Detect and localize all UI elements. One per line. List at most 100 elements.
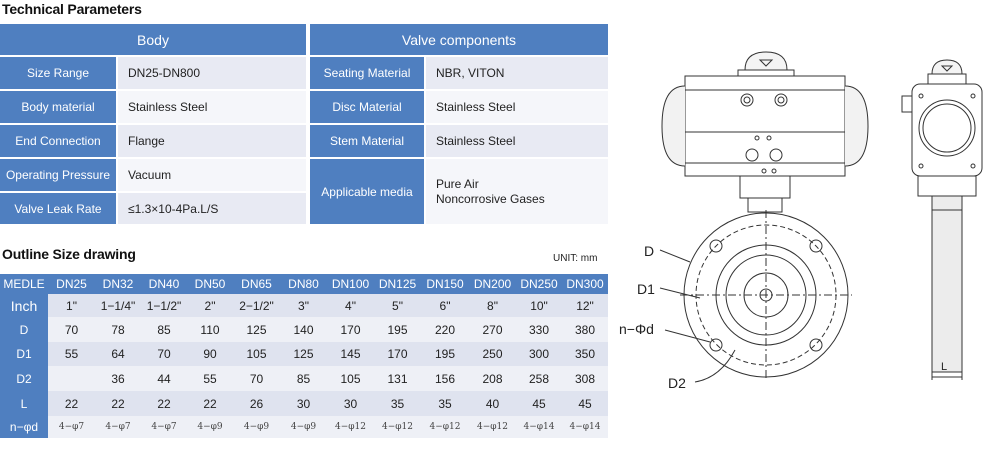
- table-cell: 208: [482, 371, 503, 386]
- table-cell: 195: [387, 322, 408, 337]
- param-value: DN25-DN800: [118, 57, 306, 89]
- table-cell: 4−φ9: [243, 422, 270, 432]
- table-cell: 170: [387, 347, 408, 361]
- table-header-cell: DN65: [241, 277, 272, 291]
- table-cell: 85: [296, 371, 311, 386]
- param-value: Pure Air Noncorrosive Gases: [426, 159, 608, 224]
- table-cell: 70: [64, 322, 79, 337]
- param-label: Body material: [0, 91, 116, 123]
- table-cell: 170: [340, 322, 361, 337]
- table-cell: 40: [485, 396, 500, 411]
- table-cell: 4−φ12: [476, 422, 509, 432]
- label-n-phi-d: n−Φd: [619, 321, 654, 337]
- row-label: Inch: [0, 294, 48, 317]
- table-cell: 45: [578, 396, 592, 411]
- table-cell: 300: [528, 347, 550, 361]
- table-cell: 250: [482, 347, 503, 361]
- table-header-cell: DN300: [566, 277, 604, 291]
- outline-size-table: MEDLE DN25 DN32 DN40 DN50 DN65 DN80 DN10…: [0, 274, 608, 458]
- table-cell: 195: [434, 347, 456, 361]
- table-cell: 4−φ12: [381, 422, 414, 432]
- table-cell: 4−φ14: [569, 422, 601, 432]
- media-value-2: Noncorrosive Gases: [436, 191, 545, 206]
- technical-parameters-table: Body Valve components Size Range DN25-DN…: [0, 24, 608, 224]
- technical-parameters-title: Technical Parameters: [2, 1, 142, 17]
- label-d1: D1: [637, 281, 655, 297]
- table-cell: 8": [487, 298, 498, 313]
- outline-size-title: Outline Size drawing: [2, 246, 136, 262]
- valve-components-header: Valve components: [310, 24, 608, 55]
- param-label: Applicable media: [310, 159, 424, 224]
- table-cell: 4−φ7: [105, 422, 131, 432]
- table-cell: 330: [528, 322, 550, 337]
- param-label: Size Range: [0, 57, 116, 89]
- table-cell: [48, 366, 95, 391]
- table-cell: 156: [434, 371, 456, 386]
- table-cell: 131: [387, 371, 408, 386]
- param-label: Operating Pressure: [0, 159, 116, 191]
- table-cell: 4−φ7: [58, 422, 85, 432]
- table-cell: 36: [111, 371, 125, 386]
- table-cell: 22: [203, 396, 217, 411]
- table-header-row: MEDLE DN25 DN32 DN40 DN50 DN65 DN80 DN10…: [0, 274, 608, 294]
- table-cell: 4−φ14: [523, 422, 555, 432]
- table-cell: 22: [157, 396, 171, 411]
- table-cell: 258: [528, 371, 550, 386]
- table-cell: 30: [296, 396, 311, 411]
- table-cell: 22: [64, 396, 79, 411]
- table-cell: 4": [345, 298, 356, 313]
- table-header-cell: DN200: [473, 277, 512, 291]
- param-label: Stem Material: [310, 125, 424, 157]
- table-cell: 90: [203, 347, 217, 361]
- table-cell: 145: [340, 347, 361, 361]
- param-label: Valve Leak Rate: [0, 193, 116, 224]
- table-cell: 4−φ12: [429, 422, 461, 432]
- table-cell: 22: [111, 396, 125, 411]
- table-cell: 55: [203, 371, 217, 386]
- table-header-cell: DN25: [56, 277, 87, 291]
- table-cell: 2": [204, 298, 216, 313]
- table-cell: 10": [530, 298, 548, 313]
- table-cell: 1−1/2": [146, 298, 182, 313]
- table-cell: 125: [293, 347, 314, 361]
- param-value: Flange: [118, 125, 306, 157]
- table-header-cell: DN150: [426, 277, 464, 291]
- table-cell: 1": [66, 298, 77, 313]
- table-header-cell: DN100: [331, 277, 370, 291]
- table-cell: 85: [157, 322, 171, 337]
- table-cell: 78: [111, 322, 125, 337]
- table-header-cell: DN250: [520, 277, 558, 291]
- table-cell: 4−φ7: [151, 422, 177, 432]
- table-header-cell: MEDLE: [0, 274, 48, 294]
- param-value: Vacuum: [118, 159, 306, 191]
- table-cell: 308: [574, 371, 596, 386]
- table-cell: 64: [111, 347, 125, 361]
- table-cell: 44: [157, 371, 171, 386]
- table-cell: 35: [390, 396, 405, 411]
- table-cell: 380: [574, 322, 596, 337]
- table-header-cell: DN80: [288, 277, 319, 291]
- row-label: L: [0, 391, 48, 416]
- table-cell: 12": [576, 298, 594, 313]
- param-value: Stainless Steel: [118, 91, 306, 123]
- param-value: ≤1.3×10-4Pa.L/S: [118, 193, 306, 224]
- param-label: Disc Material: [310, 91, 424, 123]
- param-value: NBR, VITON: [426, 57, 608, 89]
- table-cell: 140: [293, 322, 314, 337]
- table-cell: 26: [249, 396, 264, 411]
- valve-outline-drawing: D D1 n−Φd D2 L: [619, 51, 983, 391]
- table-cell: 4−φ12: [334, 422, 367, 432]
- table-cell: 110: [200, 322, 220, 337]
- table-header-cell: DN32: [102, 277, 134, 291]
- table-header-cell: DN125: [378, 277, 417, 291]
- table-cell: 350: [574, 347, 596, 361]
- table-cell: 45: [532, 396, 546, 411]
- table-cell: 220: [434, 322, 456, 337]
- media-value-1: Pure Air: [436, 176, 479, 191]
- table-header-cell: DN40: [148, 277, 180, 291]
- row-label: D: [0, 317, 48, 342]
